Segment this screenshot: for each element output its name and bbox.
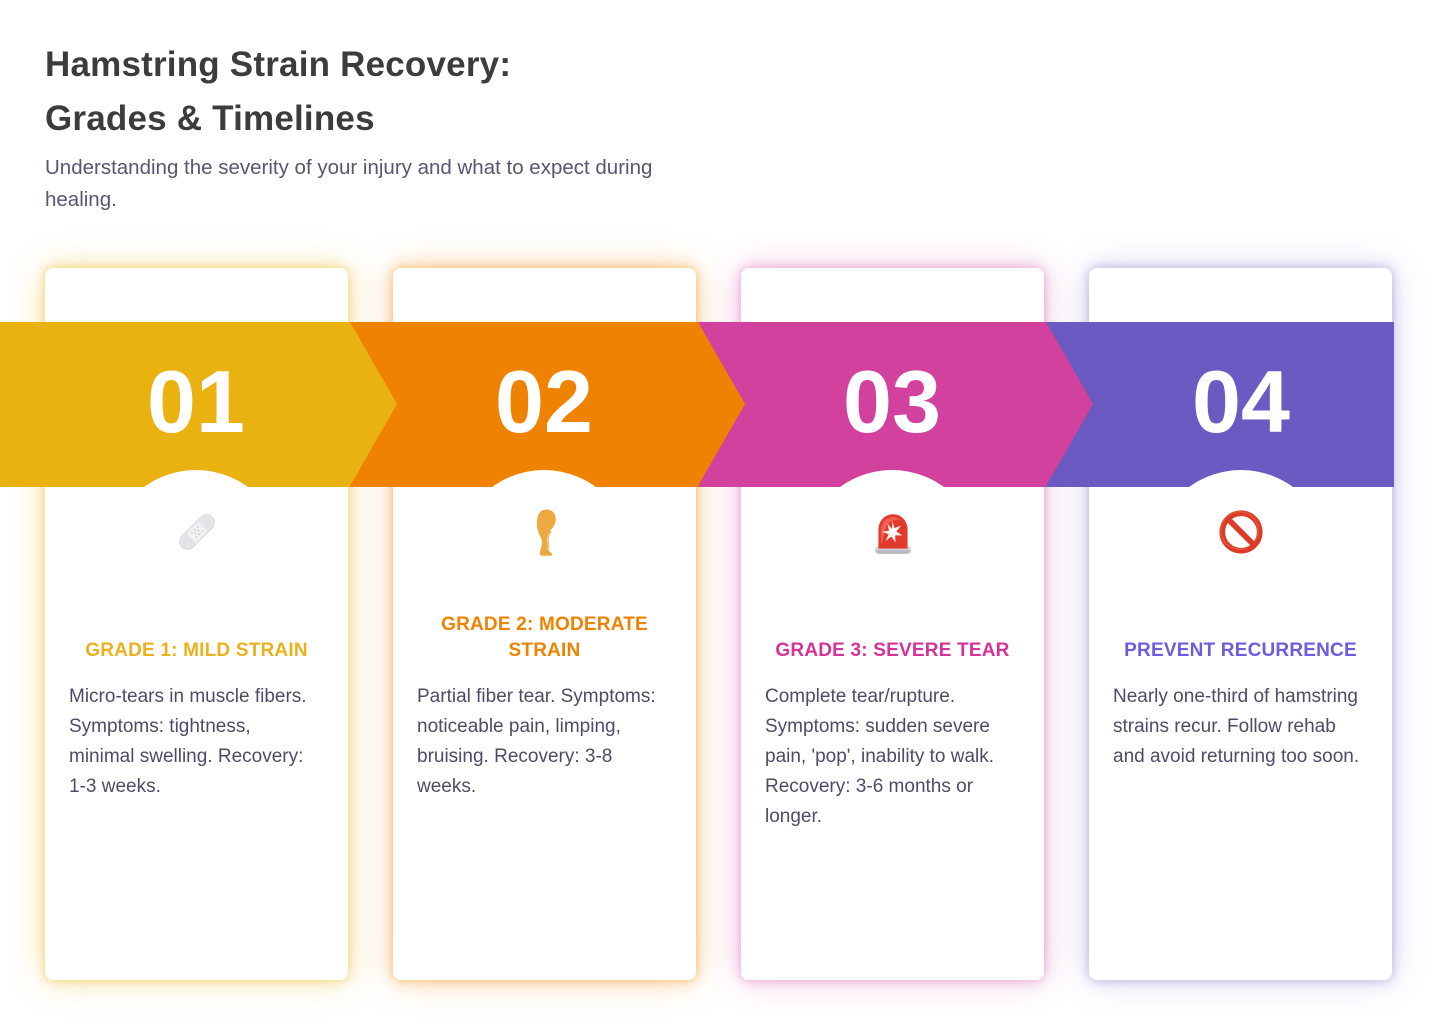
ribbon-step-3-arrow: [1046, 322, 1093, 486]
ribbon-step-2-band: [350, 322, 745, 487]
siren-icon: [867, 506, 919, 558]
page-title-line-1: Hamstring Strain Recovery:: [45, 45, 512, 84]
grade-2-heading: GRADE 2: MODERATE STRAIN: [441, 614, 648, 661]
ribbon-step-1-arrow: [350, 322, 397, 486]
grade-3-heading: GRADE 3: SEVERE TEAR: [775, 640, 1010, 661]
prevent-recurrence-body: Nearly one-third of hamstring strains re…: [1113, 686, 1360, 767]
step-number-3: 03: [843, 352, 941, 451]
step-number-1: 01: [147, 352, 245, 451]
leg-icon: [519, 506, 571, 558]
ribbon-step-2-arrow: [698, 322, 745, 486]
grade-1-heading: GRADE 1: MILD STRAIN: [85, 640, 308, 661]
grade-1-body: Micro-tears in muscle fibers. Symptoms: …: [69, 686, 307, 797]
grade-3-body: Complete tear/rupture. Symptoms: sudden …: [765, 686, 995, 827]
step-number-2: 02: [495, 352, 593, 451]
ribbon-step-1-band: [0, 322, 397, 487]
grade-2-body: Partial fiber tear. Symptoms: noticeable…: [417, 686, 656, 797]
ribbon-step-4-band: [1046, 322, 1394, 487]
page-title-line-2: Grades & Timelines: [45, 99, 375, 138]
page-subtitle: Understanding the severity of your injur…: [45, 156, 653, 211]
header: Hamstring Strain Recovery: Grades & Time…: [45, 38, 705, 216]
ribbon-step-3-band: [698, 322, 1093, 487]
no-entry-icon: [1215, 506, 1267, 558]
prevent-recurrence-heading: PREVENT RECURRENCE: [1124, 640, 1357, 661]
step-number-4: 04: [1192, 352, 1290, 451]
page-title: Hamstring Strain Recovery: Grades & Time…: [45, 38, 705, 146]
process-ribbon: 01 02 03 04: [0, 322, 1394, 487]
bandage-icon: [171, 506, 223, 558]
